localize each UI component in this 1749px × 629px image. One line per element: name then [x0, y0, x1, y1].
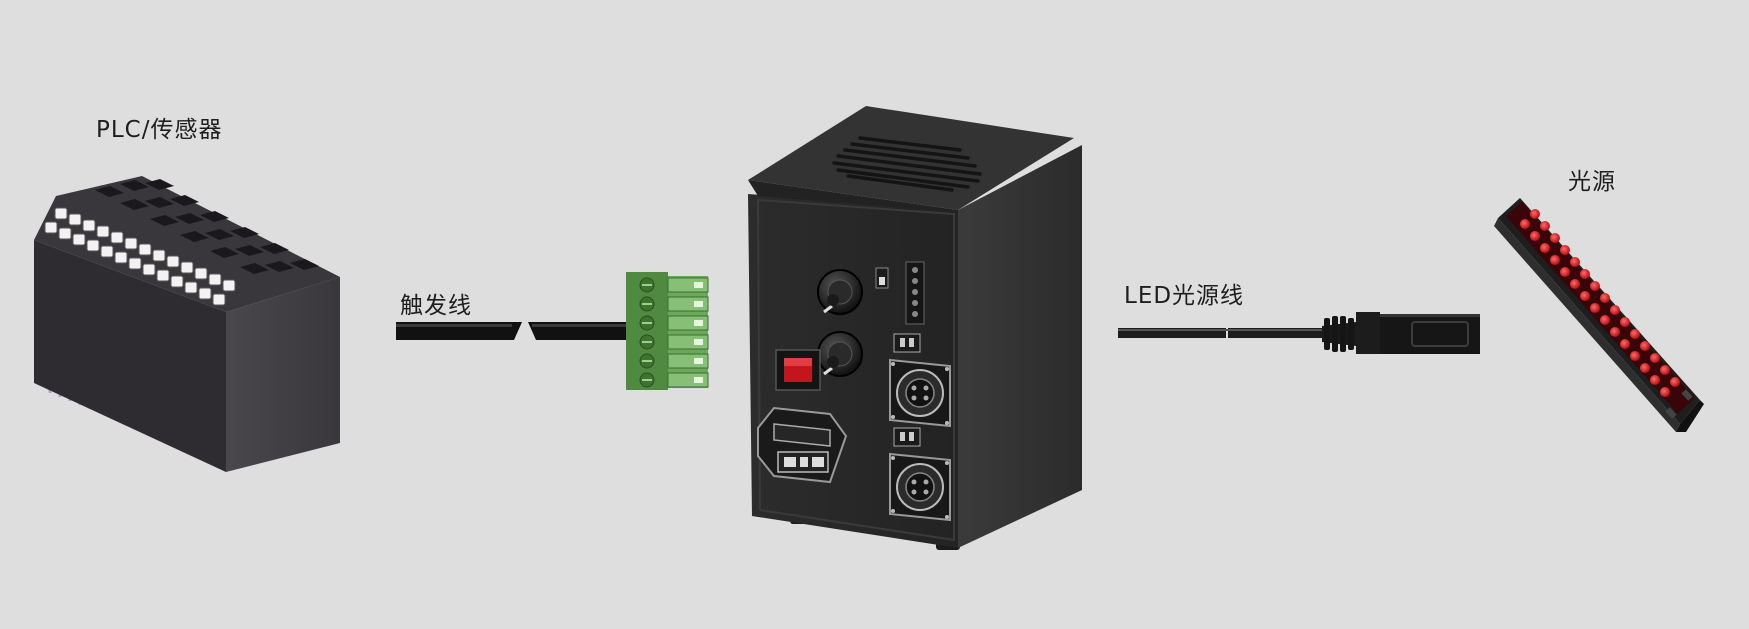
plc-sensor-device: [34, 176, 340, 472]
trigger-cable: [396, 322, 628, 340]
label-trigger-cable: 触发线: [400, 293, 472, 319]
label-light-source: 光源: [1568, 169, 1616, 195]
plc-top-slots: [95, 179, 319, 274]
brightness-knob-icon: [817, 331, 863, 377]
led-cable: [1118, 312, 1480, 354]
vent-grille-icon: [832, 136, 982, 192]
red-led-array: [1520, 209, 1680, 397]
green-terminal-connector: [626, 272, 709, 390]
plc-terminal-screws: [44, 207, 236, 306]
power-switch-icon: [775, 349, 821, 391]
aviation-connector-icon: [889, 358, 951, 428]
aviation-connector-icon: [889, 452, 951, 522]
label-plc-sensor: PLC/传感器: [96, 117, 223, 143]
led-bar-light: [1494, 198, 1704, 432]
label-led-cable: LED光源线: [1124, 283, 1245, 309]
ac-power-inlet-icon: [757, 406, 848, 484]
trigger-terminal-header: [905, 261, 925, 325]
light-controller-box: [748, 106, 1082, 550]
brightness-knob-icon: [817, 269, 863, 315]
